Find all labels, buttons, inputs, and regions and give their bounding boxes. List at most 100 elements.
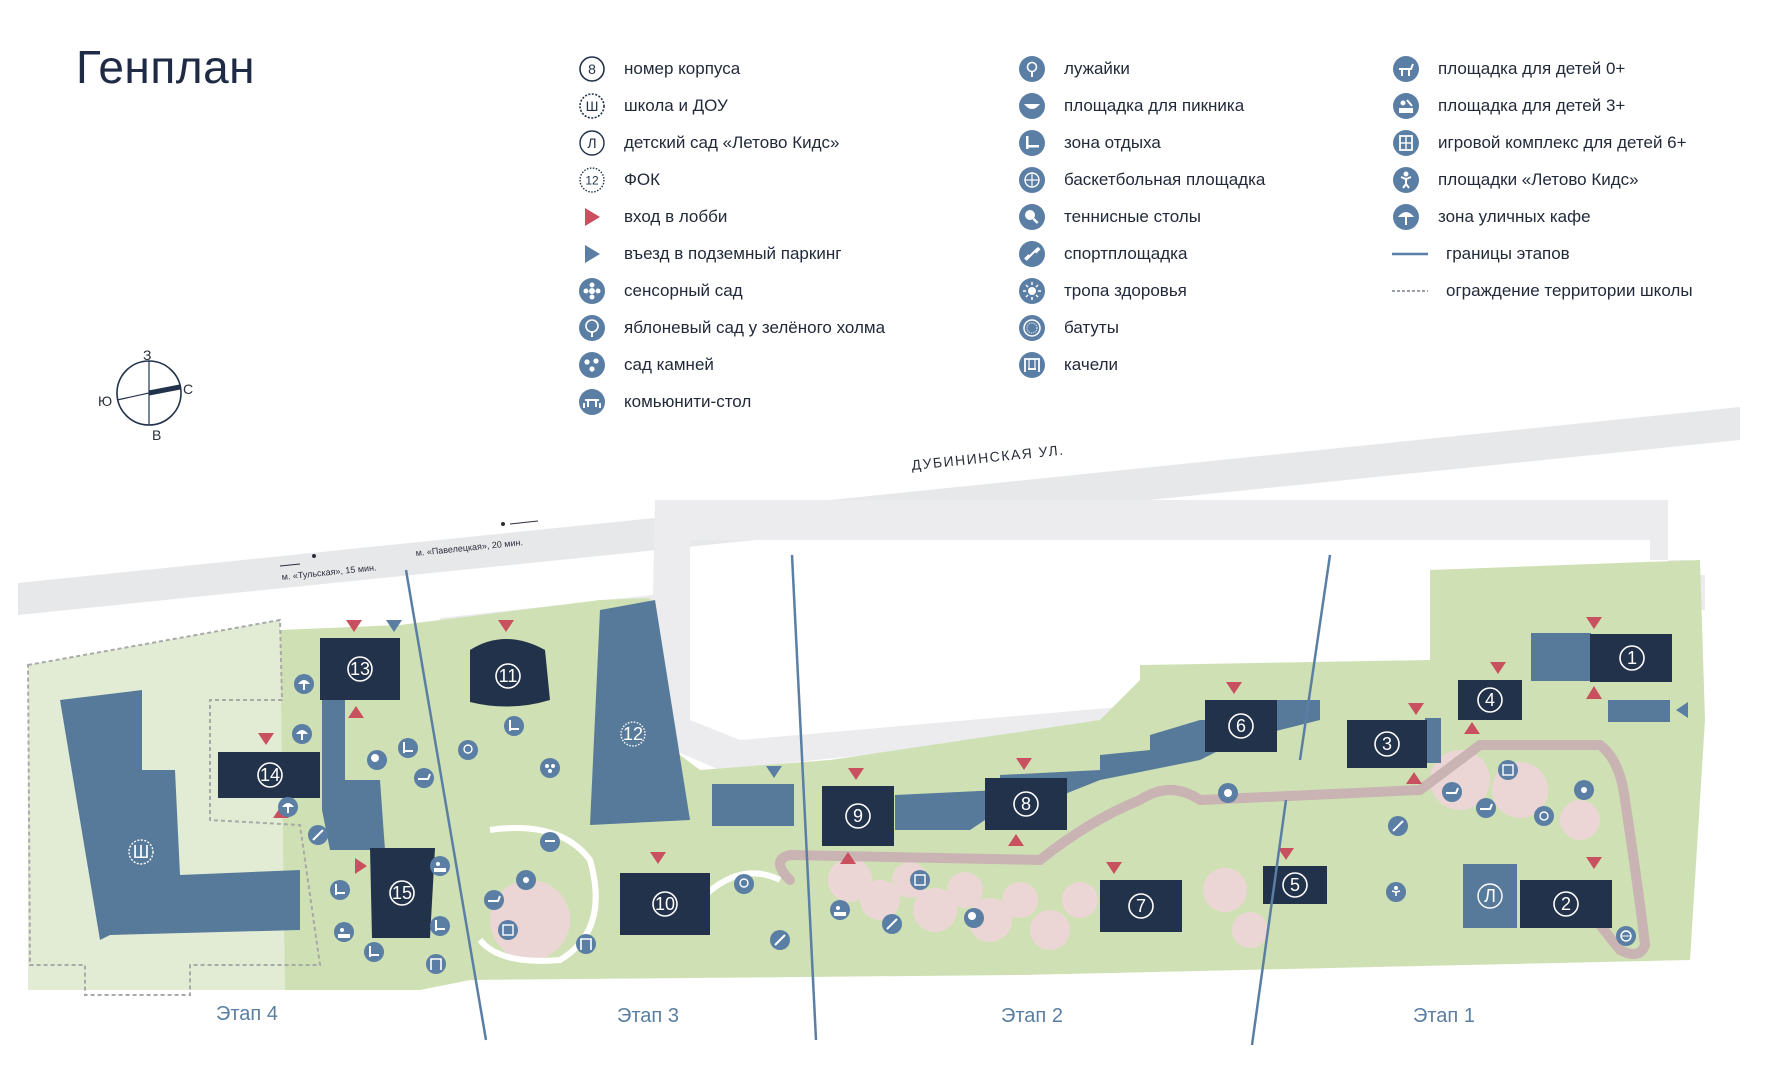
building-8[interactable] [985,778,1067,830]
parking-entrance-icon [578,240,606,268]
legend-label: въезд в подземный паркинг [624,243,842,263]
building-5-number: 5 [1290,875,1300,895]
kindergarten-icon: Л [578,129,606,157]
legend-label: зона отдыха [1064,132,1161,152]
kindergarten-building [1463,864,1517,928]
basketball-court-icon [1018,166,1046,194]
building-4[interactable] [1458,680,1522,720]
stage-2-label: Этап 2 [1001,1005,1063,1027]
legend-item-basketball: баскетбольная площадка [1018,161,1265,198]
legend-column-3: площадка для детей 0+ площадка для детей… [1392,50,1693,309]
building-7-number: 7 [1136,896,1146,916]
sensory-garden-icon [578,277,606,305]
compass-north-label: З [143,347,151,363]
legend-label: тропа здоровья [1064,280,1187,300]
building-2-number: 2 [1561,894,1571,914]
parking-entrance-icon [1676,702,1688,718]
legend-item-fitness: 12 ФОК [578,161,885,198]
legend-label: баскетбольная площадка [1064,169,1266,189]
compass-south-label: В [152,427,161,443]
school-glyph: Ш [133,842,150,862]
lawn-icon [1018,55,1046,83]
building-11[interactable] [470,639,550,707]
building-3[interactable] [1347,720,1427,768]
stage-borders [404,554,1332,1046]
building-12-number: 12 [623,724,643,744]
legend-item-sensory-garden: сенсорный сад [578,272,885,309]
building-14[interactable] [218,752,320,798]
legend-item-street-cafe: зона уличных кафе [1392,198,1693,235]
lobby-entrance-icon [1008,834,1024,846]
building-6[interactable] [1205,700,1277,752]
building-7[interactable] [1100,880,1182,932]
legend-label: номер корпуса [624,58,741,78]
lobby-entrance-icon [848,768,864,780]
parking-entrance-icon [766,766,782,778]
legend-label: лужайки [1064,58,1130,78]
play-complex-6-icon [1392,129,1420,157]
building-15-number: 15 [392,883,412,903]
street-cafe-icon [1392,203,1420,231]
fitness-center-building [590,600,690,825]
lobby-entrance-icon [346,620,362,632]
building-6-number: 6 [1236,716,1246,736]
lobby-entrance-icon [578,203,606,231]
community-table-icon [578,388,606,416]
lobby-entrance-icon [498,620,514,632]
lobby-entrance-icon [1016,758,1032,770]
building-number-icon: 8 [578,55,606,83]
lobby-entrance-icon [355,858,367,874]
school-fence [26,618,322,996]
building-9[interactable] [822,786,894,846]
legend-item-picnic: площадка для пикника [1018,87,1265,124]
legend-label: вход в лобби [624,206,728,226]
table-tennis-icon [1018,203,1046,231]
connector-3 [1425,718,1441,763]
lobby-entrance-icon [1490,662,1506,674]
lobby-entrance-icon [1278,848,1294,860]
lobby-entrance-icon [258,733,274,745]
stage-border-icon [1392,240,1428,268]
compass: З В Ю С [98,347,193,443]
legend-item-health-trail: тропа здоровья [1018,272,1265,309]
lobby-entrance-icon [1406,772,1422,784]
building-1-annex2 [1608,700,1670,722]
building-1[interactable] [1590,634,1672,682]
parking-entrance-icon [386,620,402,632]
legend-label: детский сад «Летово Кидс» [624,132,840,152]
legend-item-parking: въезд в подземный паркинг [578,235,885,272]
legend-label: батуты [1064,317,1119,337]
lobby-entrance-icon [840,852,856,864]
health-trail-icon [1018,277,1046,305]
fitness-center-icon: 12 [578,166,606,194]
building-10[interactable] [620,873,710,935]
legend-item-rest-zone: зона отдыха [1018,124,1265,161]
building-10-number: 10 [655,894,675,914]
legend-item-trampoline: батуты [1018,309,1265,346]
lobby-entrance-icon [1226,682,1242,694]
lobby-entrance-icon [650,852,666,864]
legend-label: качели [1064,354,1119,374]
legend-item-kindergarten: Л детский сад «Летово Кидс» [578,124,885,161]
compass-east-label: С [183,381,193,397]
legend-item-apple-orchard: яблоневый сад у зелёного холма [578,309,885,346]
parking-building [712,784,794,826]
legend-item-school-fence: ограждение территории школы [1392,272,1693,309]
legend-label: ограждение территории школы [1446,280,1693,300]
building-13[interactable] [320,638,400,700]
apple-orchard-icon [578,314,606,342]
legend-item-letovo-kids-playground: площадки «Летово Кидс» [1392,161,1693,198]
lobby-entrance-icon [1586,617,1602,629]
legend-label: сенсорный сад [624,280,743,300]
health-trail-path [775,740,1651,959]
legend-label: зона уличных кафе [1438,206,1591,226]
street-label: ДУБИНИНСКАЯ УЛ. [911,442,1066,473]
legend-item-school: Ш школа и ДОУ [578,87,885,124]
kindergarten-glyph: Л [1484,886,1496,906]
building-2[interactable] [1520,880,1612,928]
playground-0-icon [1392,55,1420,83]
building-15[interactable] [370,848,435,938]
lobby-entrance-icon [1586,686,1602,699]
legend-label: теннисные столы [1064,206,1201,226]
